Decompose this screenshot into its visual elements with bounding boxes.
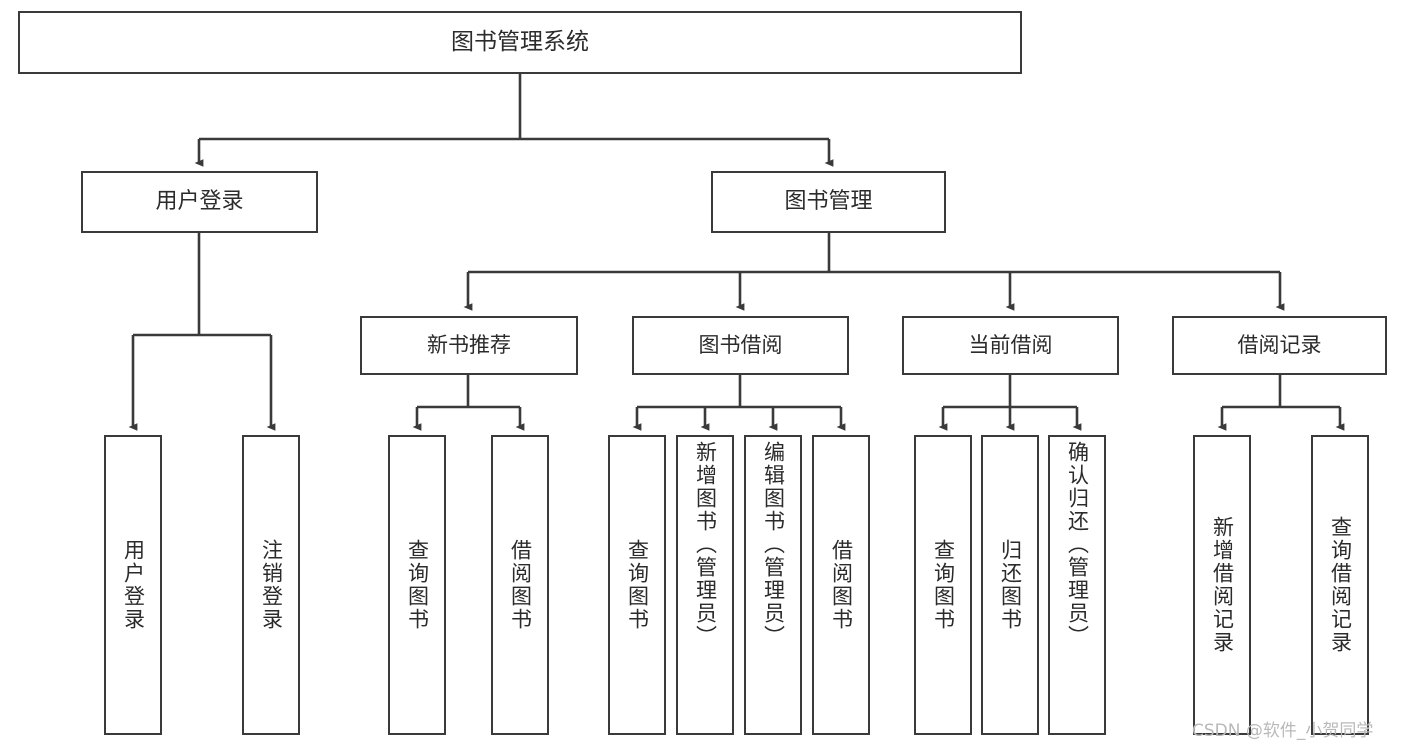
leaf-confirm-return-admin[interactable]: 确认归还（管理员） bbox=[1048, 435, 1106, 735]
leaf-query-borrow-record[interactable]: 查询借阅记录 bbox=[1311, 435, 1369, 735]
leaf-label: 查询图书 bbox=[931, 539, 956, 631]
leaf-query-book-recommend[interactable]: 查询图书 bbox=[388, 435, 446, 735]
leaf-label: 注销登录 bbox=[259, 539, 284, 631]
node-label: 图书管理 bbox=[784, 189, 873, 215]
leaf-add-book-admin[interactable]: 新增图书（管理员） bbox=[676, 435, 734, 735]
leaf-label: 确认归还（管理员） bbox=[1065, 441, 1090, 648]
leaf-return-book[interactable]: 归还图书 bbox=[981, 435, 1039, 735]
leaf-label: 编辑图书（管理员） bbox=[761, 441, 786, 648]
leaf-query-book-borrow[interactable]: 查询图书 bbox=[608, 435, 666, 735]
leaf-label: 查询图书 bbox=[625, 539, 650, 631]
leaf-label: 归还图书 bbox=[998, 539, 1023, 631]
leaf-borrow-book-recommend[interactable]: 借阅图书 bbox=[491, 435, 549, 735]
csdn-watermark: CSDN @软件_小贺同学 bbox=[1192, 721, 1374, 741]
leaf-label: 新增借阅记录 bbox=[1210, 516, 1235, 654]
node-book-management[interactable]: 图书管理 bbox=[711, 171, 946, 233]
leaf-label: 查询借阅记录 bbox=[1328, 516, 1353, 654]
node-label: 当前借阅 bbox=[968, 333, 1053, 358]
node-root-system[interactable]: 图书管理系统 bbox=[18, 11, 1022, 74]
node-label: 借阅记录 bbox=[1237, 333, 1322, 358]
node-label: 图书管理系统 bbox=[451, 28, 589, 55]
node-new-book-recommend[interactable]: 新书推荐 bbox=[360, 316, 578, 375]
leaf-edit-book-admin[interactable]: 编辑图书（管理员） bbox=[744, 435, 802, 735]
leaf-label: 借阅图书 bbox=[508, 539, 533, 631]
leaf-logout[interactable]: 注销登录 bbox=[242, 435, 300, 735]
leaf-label: 查询图书 bbox=[405, 539, 430, 631]
node-borrow-record[interactable]: 借阅记录 bbox=[1172, 316, 1387, 375]
leaf-user-login[interactable]: 用户登录 bbox=[104, 435, 162, 735]
node-label: 新书推荐 bbox=[427, 333, 511, 358]
leaf-label: 借阅图书 bbox=[829, 539, 854, 631]
leaf-label: 新增图书（管理员） bbox=[693, 441, 718, 648]
node-current-borrow[interactable]: 当前借阅 bbox=[902, 316, 1119, 375]
node-user-login[interactable]: 用户登录 bbox=[81, 171, 318, 233]
leaf-borrow-book[interactable]: 借阅图书 bbox=[812, 435, 870, 735]
node-label: 图书借阅 bbox=[698, 333, 783, 358]
leaf-add-borrow-record[interactable]: 新增借阅记录 bbox=[1193, 435, 1251, 735]
leaf-label: 用户登录 bbox=[121, 539, 146, 631]
leaf-query-book-current[interactable]: 查询图书 bbox=[914, 435, 972, 735]
node-book-borrow[interactable]: 图书借阅 bbox=[632, 316, 849, 375]
node-label: 用户登录 bbox=[155, 189, 244, 215]
